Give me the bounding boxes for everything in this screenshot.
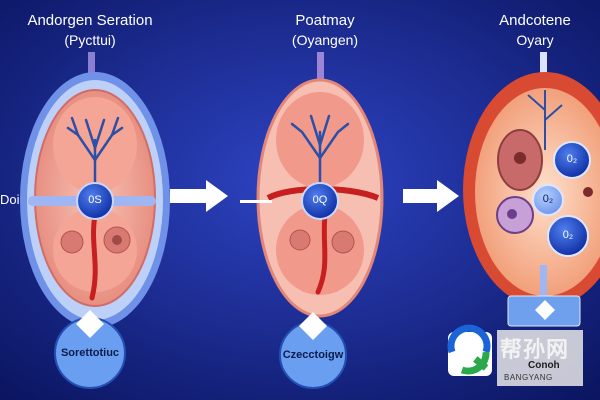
panel-1-title: Andorgen Seration <box>27 12 153 29</box>
side-label: Doi <box>0 192 20 207</box>
panel-1-figure <box>20 52 170 389</box>
panel-3-node-top <box>553 141 591 179</box>
panel-3-vessels <box>527 90 563 150</box>
panel-2-diamond <box>299 312 327 340</box>
panel-2-vessel-tree <box>290 114 350 192</box>
panel-1-red-vessel <box>89 212 98 301</box>
watermark-text: 帮孙网 <box>500 337 570 362</box>
panel-1-bottom-label: Sorettotiuc <box>60 347 120 359</box>
panel-2-node <box>301 182 339 220</box>
panel-3-follicle-purple-core <box>507 209 517 219</box>
watermark-logo <box>447 324 583 386</box>
panel-3-subtitle: Oyary <box>516 32 554 48</box>
arrow-2 <box>403 180 459 212</box>
panel-3-follicle-upper-core <box>514 152 526 164</box>
panel-3-diamond <box>535 300 555 320</box>
panel-1-node <box>76 182 114 220</box>
watermark-sub: Conoh <box>528 360 560 371</box>
panel-2-title: Poatmay <box>295 12 355 29</box>
panel-1-stalk <box>88 52 95 80</box>
panel-2-follicle-left <box>289 229 311 251</box>
panel-3-node-middle-label: 0₂ <box>542 193 554 205</box>
panel-2-bottom-label: Czecctoigw <box>282 349 344 361</box>
panel-3-dot-right <box>583 187 593 197</box>
panel-3-node-middle <box>532 184 564 216</box>
panel-3-lower-stalk <box>540 265 547 315</box>
panel-3-node-bottom <box>547 215 589 257</box>
panel-2-stalk <box>317 52 324 80</box>
panel-1-follicle-core <box>112 235 122 245</box>
panel-2-red-vessel-vertical <box>315 212 328 295</box>
connector-line <box>240 200 272 203</box>
panel-1-vessel-tree <box>66 116 124 192</box>
panel-2-figure <box>256 52 384 389</box>
panel-1-subtitle: (Pycttui) <box>64 32 116 48</box>
panel-3-figure <box>463 52 600 327</box>
panel-2-follicle-right <box>331 230 355 254</box>
panel-2-subtitle: (Oyangen) <box>291 32 359 48</box>
panel-1-node-label: 0S <box>88 194 102 206</box>
watermark-bottom: BANGYANG <box>504 373 553 382</box>
panel-3-title: Andcotene <box>499 12 571 29</box>
panel-1-diamond <box>76 310 104 338</box>
panel-2-node-label: 0Q <box>312 194 328 206</box>
arrow-1 <box>170 180 228 212</box>
panel-3-node-bottom-label: 0₂ <box>562 229 574 241</box>
panel-3-node-top-label: 0₂ <box>566 153 578 165</box>
panel-2-lower-lobe <box>276 205 364 295</box>
panel-1-follicle-left <box>60 230 84 254</box>
